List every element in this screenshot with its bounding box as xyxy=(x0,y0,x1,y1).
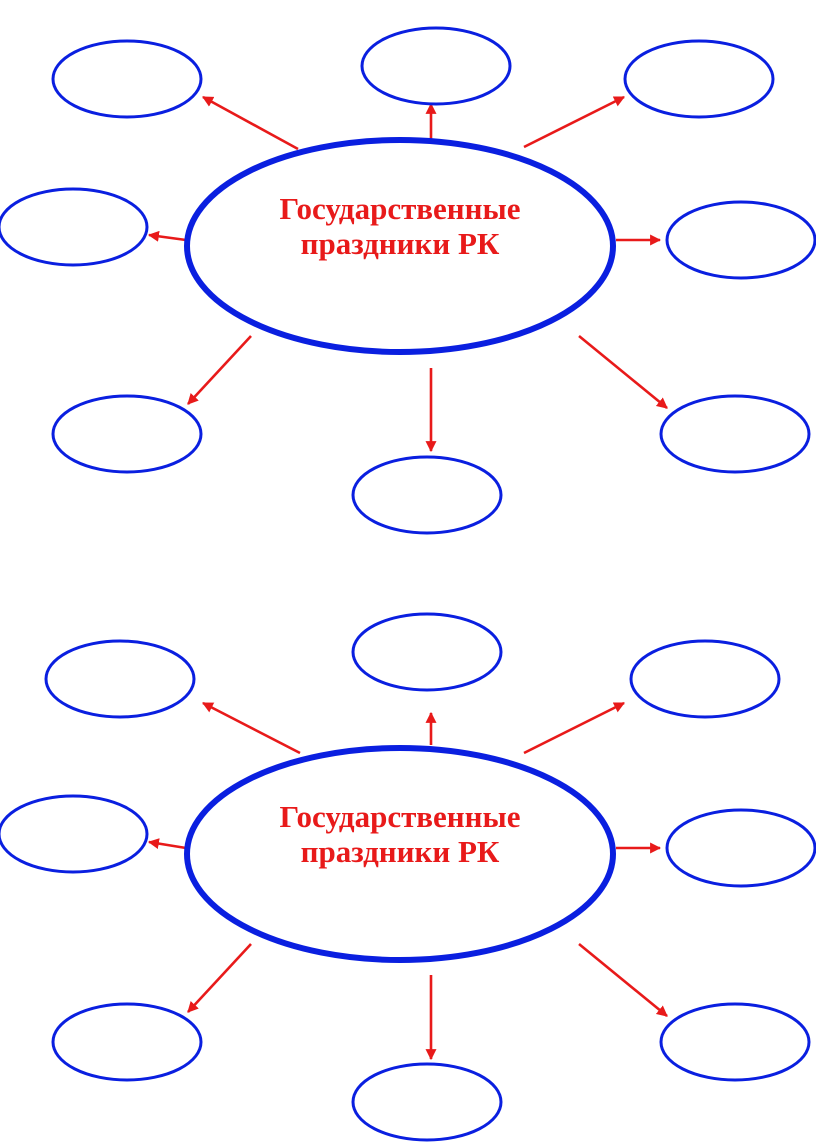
satellite-ellipse-bottom xyxy=(351,1062,503,1142)
arrow-to-bottom-left xyxy=(187,943,252,1013)
satellite-ellipse-bottom-right xyxy=(659,1002,811,1082)
center-title-line1: Государственные xyxy=(280,799,521,834)
arrow-to-top-right xyxy=(523,701,625,755)
satellite-ellipse-top-left xyxy=(44,639,196,719)
satellite-ellipse-bottom-left xyxy=(51,394,203,474)
diagram-top-arrows xyxy=(147,95,668,453)
satellite-ellipse-top-right xyxy=(623,39,775,119)
satellite-ellipse-top xyxy=(351,612,503,692)
center-title-line2: праздники РК xyxy=(301,834,500,869)
satellite-ellipse-bottom xyxy=(351,455,503,535)
arrow-to-left xyxy=(147,838,187,850)
diagram-bottom-satellites xyxy=(0,612,816,1142)
satellite-ellipse-left xyxy=(0,187,149,267)
diagram-top: Государственные праздники РК xyxy=(0,26,816,535)
arrow-to-left xyxy=(147,230,187,242)
center-title-line1: Государственные xyxy=(280,191,521,226)
diagram-top-satellites xyxy=(0,26,816,535)
satellite-ellipse-right xyxy=(665,808,816,888)
diagram-bottom: Государственные праздники РК xyxy=(0,612,816,1142)
satellite-ellipse-top xyxy=(360,26,512,106)
satellite-ellipse-top-right xyxy=(629,639,781,719)
arrow-to-bottom-left xyxy=(187,335,252,405)
arrow-to-top-right xyxy=(523,95,625,149)
arrow-to-top-left xyxy=(202,701,301,755)
satellite-ellipse-bottom-right xyxy=(659,394,811,474)
arrow-to-bottom-right xyxy=(578,942,668,1018)
satellite-ellipse-top-left xyxy=(51,39,203,119)
satellite-ellipse-left xyxy=(0,794,149,874)
diagram-bottom-arrows xyxy=(147,701,668,1061)
center-ellipse xyxy=(184,745,616,963)
arrow-to-top-left xyxy=(202,95,299,151)
satellite-ellipse-bottom-left xyxy=(51,1002,203,1082)
center-ellipse xyxy=(184,137,616,355)
arrow-to-bottom-right xyxy=(578,334,668,410)
satellite-ellipse-right xyxy=(665,200,816,280)
center-title-line2: праздники РК xyxy=(301,226,500,261)
